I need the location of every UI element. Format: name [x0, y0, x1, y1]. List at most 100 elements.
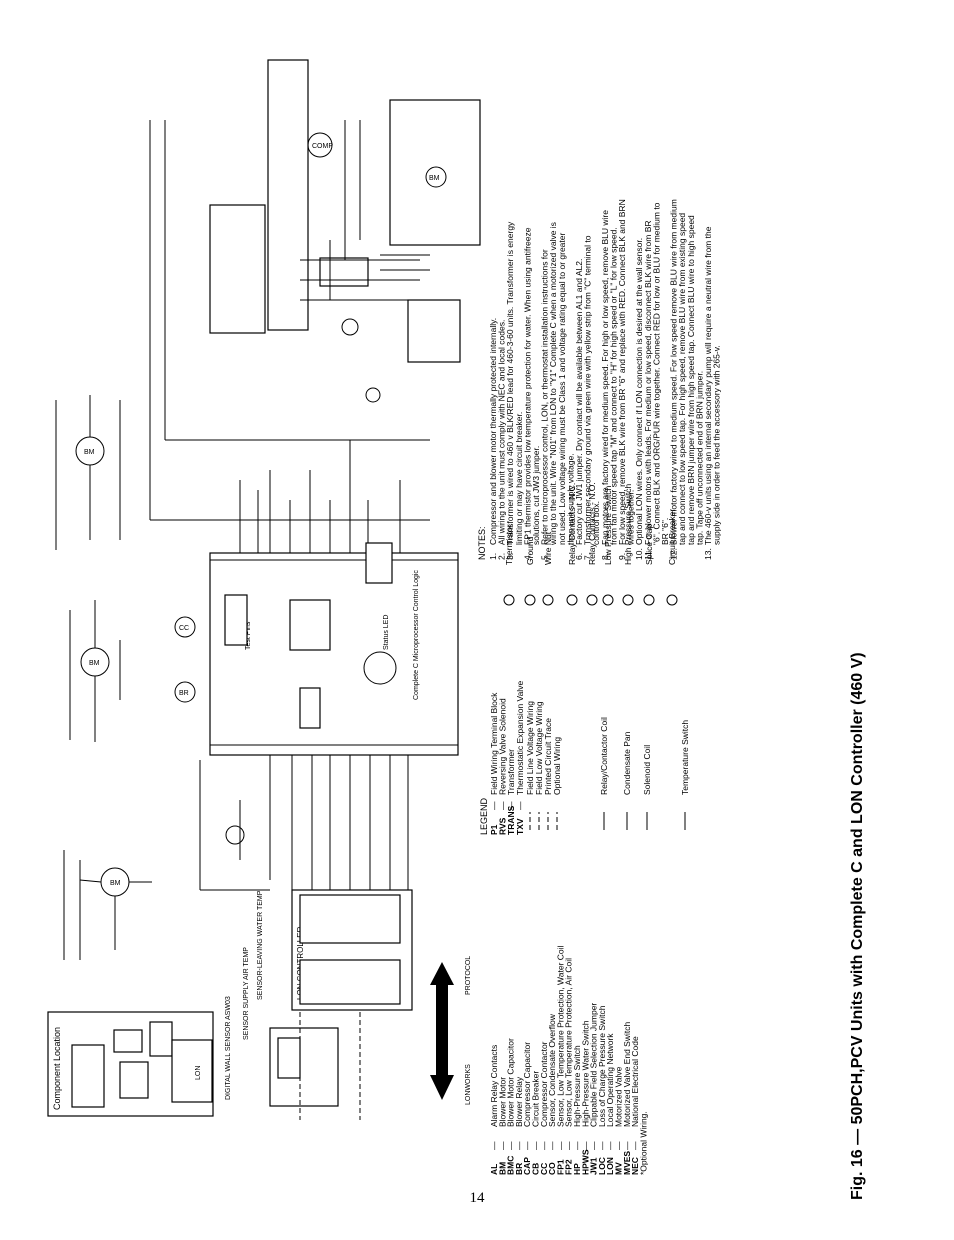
abbrev-code: BM — [497, 1162, 507, 1175]
abbreviations-list-2: P1—Field Wiring Terminal BlockRVS—Revers… — [489, 681, 525, 835]
abbrev-desc: National Electrical Code — [630, 1036, 640, 1127]
abbrev2-code: TXV — [515, 818, 525, 835]
abbrev-dash: — — [522, 1141, 532, 1150]
svg-text:BM: BM — [84, 449, 95, 456]
note-text: solutions, cut JW3 jumper. — [531, 446, 541, 545]
abbrev-code: CAP — [522, 1157, 532, 1175]
complete-c-controller: Complete C Microprocessor Control Logic … — [174, 552, 459, 756]
blower-motor-diagram-2: BM — [69, 600, 121, 742]
abbrev-desc: Blower Motor Capacitor — [506, 1038, 516, 1127]
abbrev-dash: — — [614, 1141, 624, 1150]
svg-text:BM: BM — [429, 175, 440, 182]
abbrev-dash: — — [564, 1141, 574, 1150]
abbrev2-code: RVS — [498, 817, 508, 835]
abbrev-desc: Local Operating Network — [605, 1033, 615, 1127]
digital-wall-sensor: DIGITAL WALL SENSOR ASW03 — [225, 996, 361, 1120]
abbrev-code: HP — [572, 1163, 582, 1175]
abbrev-footnote: *Optional Wiring. — [638, 1111, 648, 1175]
note-number: 7. — [583, 553, 593, 560]
abbrev-code: JW1 — [589, 1157, 599, 1175]
note-text: Transformer secondary ground via green w… — [583, 235, 593, 545]
legend-item: Temperature Switch — [680, 720, 690, 795]
svg-text:BR: BR — [179, 690, 189, 697]
legend-symbol — [666, 594, 678, 606]
legend-item: Relay Contacts - N.C. — [567, 483, 577, 565]
abbrev-dash: — — [506, 1141, 516, 1150]
abbrev-dash: — — [497, 1141, 507, 1150]
protocol-label: PROTOCOL — [465, 956, 472, 995]
abbrev2-dash: — — [489, 801, 499, 810]
note-text: not used. Low voltage wiring must be Cla… — [557, 233, 567, 545]
note-text: Fan motors are factory wired for medium … — [600, 210, 610, 545]
abbrev-desc: Sensor, Low Temperature Protection, Wate… — [555, 945, 565, 1127]
abbrev-dash: — — [531, 1141, 541, 1150]
abbrev-desc: Motorized Valve — [614, 1066, 624, 1127]
lonworks-label: LONWORKS — [465, 1064, 472, 1105]
component-location-panel: Component Location LON — [47, 1011, 214, 1117]
lonworks-arrow: LONWORKS PROTOCOL — [430, 956, 472, 1105]
abbrev-dash: — — [597, 1141, 607, 1150]
component-location-title: Component Location — [52, 1027, 62, 1110]
abbrev-dash: — — [589, 1141, 599, 1150]
wall-sensor-label: DIGITAL WALL SENSOR ASW03 — [225, 996, 232, 1100]
abbrev-dash: — — [630, 1141, 640, 1150]
abbrev2-desc: Field Wiring Terminal Block — [489, 692, 499, 795]
legend-item: Field Low Voltage Wiring — [534, 701, 544, 795]
note-number: 8. — [600, 553, 610, 560]
abbrev-desc: Sensor, Condensate Overflow — [547, 1013, 557, 1127]
legend-item: High Pressure Switch — [623, 483, 633, 565]
legend-item: Low Pressure Switch — [603, 485, 613, 565]
legend-item: Printed Circuit Trace — [543, 718, 553, 795]
note-text: For low speed, remove BLK wire from BR "… — [617, 199, 627, 545]
abbrev-desc: Compressor Capacitor — [522, 1042, 532, 1127]
legend-item: Field Line Voltage Wiring — [525, 701, 535, 795]
terminal-wires-bottom — [199, 755, 409, 900]
controller-title: Complete C Microprocessor Control Logic — [413, 570, 420, 700]
legend-item: Ground — [525, 536, 535, 565]
note-number: 9. — [617, 553, 627, 560]
abbrev2-dash: — — [498, 801, 508, 810]
abbrev-dash: — — [547, 1141, 557, 1150]
note-text: tap and remove BRN jumper wire from high… — [686, 215, 696, 545]
legend-item: Condensate Pan — [622, 731, 632, 795]
abbrev-code: LOC — [597, 1157, 607, 1175]
svg-text:BM: BM — [110, 880, 121, 887]
legend-item: Circuit Breaker — [667, 509, 677, 565]
abbrev-code: BMC — [506, 1156, 516, 1175]
notes-title: NOTES: — [477, 526, 487, 560]
abbrev-desc: Sensor, Low Temperature Protection, Air … — [564, 958, 574, 1127]
abbrev-desc: Blower Motor — [497, 1077, 507, 1127]
blower-motor-diagram-1: BM — [63, 850, 152, 960]
note-text: For blower motors with leads. For medium… — [643, 220, 653, 545]
note-text: wires together. — [626, 490, 636, 546]
abbrev-desc: High-Pressure Water Switch — [580, 1020, 590, 1127]
note-text: supply side in order to feed the accesso… — [712, 345, 722, 545]
abbrev2-desc: Reversing Valve Solenoid — [498, 698, 508, 795]
abbrev-code: MV — [614, 1162, 624, 1175]
abbrev-desc: Compressor Contactor — [539, 1041, 549, 1127]
abbrev2-dash: — — [515, 801, 525, 810]
abbrev-desc: Circuit Breaker — [531, 1071, 541, 1127]
lon-controller: LON CONTROLLER SENSOR-LEAVING WATER TEMP… — [243, 889, 413, 1040]
abbrev-dash: — — [539, 1141, 549, 1150]
page-number: 14 — [469, 1190, 485, 1206]
note-number: 1. — [488, 553, 498, 560]
legend-symbol — [643, 594, 655, 606]
abbrev-code: MVES — [622, 1151, 632, 1175]
abbrev-dash: — — [572, 1141, 582, 1150]
note-number: 5. — [540, 553, 550, 560]
note-number: 2. — [497, 553, 507, 560]
controller-status-led: Status LED — [383, 615, 390, 650]
abbrev-code: CB — [531, 1163, 541, 1175]
note-text: Blower motor factory wired to medium spe… — [669, 199, 679, 545]
note-text: "6". Connect BLK and ORG/PUR wire togeth… — [651, 202, 661, 545]
blower-motor-diagram-3: BM — [55, 395, 121, 550]
abbrev-desc: Motorized Valve End Switch — [622, 1022, 632, 1127]
note-text: Factory cut JW1 jumper. Dry contact will… — [574, 259, 584, 545]
legend-symbol — [503, 594, 515, 606]
abbrev2-desc: Transformer — [506, 749, 516, 795]
